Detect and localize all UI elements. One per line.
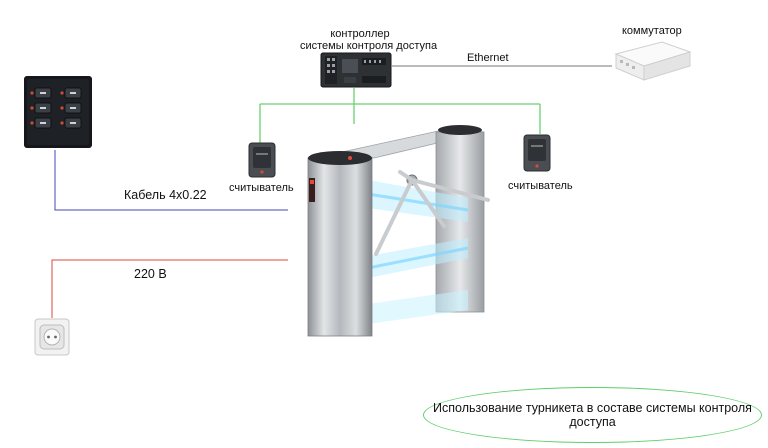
card-reader-right: [523, 134, 551, 172]
controller-board-icon: [320, 52, 392, 88]
controller-label: контроллер системы контроля доступа: [300, 28, 438, 52]
tripod-turnstile: [292, 118, 502, 340]
power-socket: [34, 318, 70, 356]
power-socket-icon: [34, 318, 70, 356]
signal-cable-label: Кабель 4x0.22: [124, 188, 207, 202]
controller-label-line2: системы контроля доступа: [300, 40, 438, 52]
card-reader-icon: [523, 134, 551, 172]
controller-board: [320, 50, 392, 90]
network-switch: [612, 38, 692, 84]
signal-cable-line: [54, 150, 288, 211]
ethernet-label: Ethernet: [467, 52, 509, 64]
card-reader-left: [248, 142, 276, 178]
diagram-caption: Использование турникета в составе систем…: [423, 387, 762, 443]
control-wiring: [259, 88, 541, 143]
power-cable-line: [51, 259, 288, 318]
keypad-icon: [24, 76, 92, 148]
card-reader-icon: [248, 142, 276, 178]
card-reader-left-label: считыватель: [229, 182, 294, 194]
switch-label: коммутатор: [622, 25, 682, 37]
network-switch-icon: [614, 41, 692, 81]
keypad: [22, 74, 94, 150]
tripod-turnstile-icon: [307, 125, 490, 337]
controller-label-line1: контроллер: [330, 28, 390, 40]
diagram-caption-text: Использование турникета в составе систем…: [433, 401, 752, 429]
power-cable-label: 220 В: [134, 267, 167, 281]
card-reader-right-label: считыватель: [508, 180, 573, 192]
